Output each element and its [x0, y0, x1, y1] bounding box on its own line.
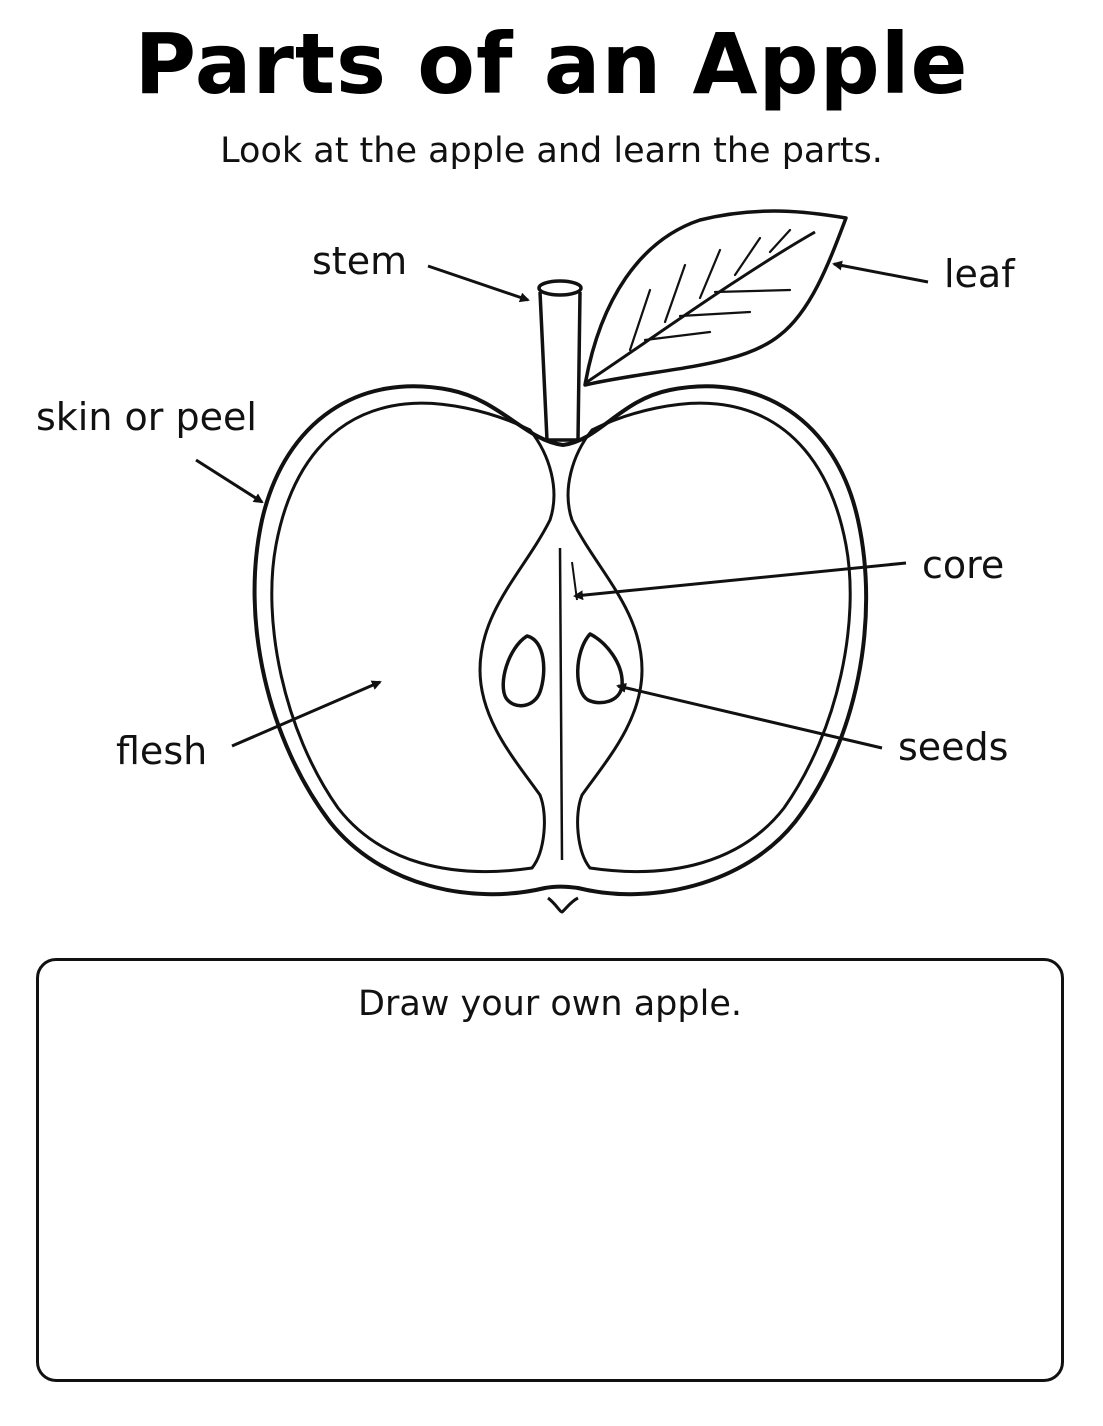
flesh-arrow	[231, 680, 382, 748]
seed-left	[501, 634, 546, 708]
stem-label: stem	[312, 239, 407, 283]
core-line-detail	[571, 561, 578, 601]
leaf-midrib	[586, 230, 816, 384]
page-subtitle: Look at the apple and learn the parts.	[220, 131, 883, 171]
apple-skin-outline	[252, 384, 869, 897]
stem-top	[537, 279, 583, 297]
stem-arrow	[427, 264, 530, 303]
leaf-veins	[628, 228, 792, 352]
apple-diagram: stem leaf skin or peel core flesh seeds	[36, 209, 1016, 914]
leaf-label: leaf	[944, 252, 1016, 296]
seeds-arrow	[616, 682, 883, 750]
core-arrow	[573, 561, 907, 601]
drawing-prompt: Draw your own apple.	[358, 984, 742, 1024]
drawing-area[interactable]: Draw your own apple.	[36, 958, 1064, 1382]
leaf-illustration	[583, 209, 848, 387]
flesh-label: flesh	[116, 729, 207, 773]
seeds-label: seeds	[898, 725, 1008, 769]
blossom-end	[547, 896, 579, 914]
apple-flesh-left	[270, 401, 556, 874]
skin-arrow	[195, 458, 264, 504]
stem-illustration	[537, 279, 583, 442]
stem-outline	[538, 291, 582, 442]
core-label: core	[922, 543, 1004, 587]
core-center-line	[558, 547, 564, 861]
leaf-outline	[583, 209, 848, 387]
apple-flesh-right	[566, 401, 852, 874]
page-title: Parts of an Apple	[134, 15, 969, 113]
skin-label: skin or peel	[36, 395, 257, 439]
leaf-arrow	[832, 260, 929, 284]
seed-right	[576, 632, 624, 705]
seeds-illustration	[501, 632, 624, 708]
